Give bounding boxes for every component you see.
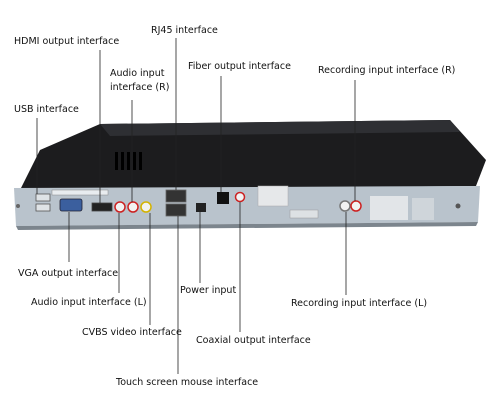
port-label-strip: [51, 189, 109, 196]
power-port: [196, 203, 206, 212]
label-cvbs-video: CVBS video interface: [82, 327, 182, 338]
rj45-port-top: [165, 189, 187, 203]
qr-sticker-b: [412, 198, 434, 220]
vent-grille: [115, 152, 142, 170]
label-touch-screen-mouse: Touch screen mouse interface: [116, 377, 259, 388]
rca-audio-r: [127, 201, 139, 213]
serial-sticker: [257, 185, 289, 207]
device-top-surface: [20, 120, 486, 190]
usb-port-bottom: [35, 203, 51, 212]
usb-port-top: [35, 193, 51, 202]
label-power-input: Power input: [180, 285, 237, 296]
label-recording-input-r: Recording input interface (R): [318, 65, 456, 76]
device-top-highlight: [100, 120, 460, 136]
label-hdmi-output: HDMI output interface: [14, 36, 120, 47]
hdmi-port: [91, 202, 113, 212]
vga-port: [59, 198, 83, 212]
panel-screw-left: [16, 204, 20, 208]
label-vga-output: VGA output interface: [18, 268, 119, 279]
recording-port-r: [350, 200, 362, 212]
rj45-port-bottom: [165, 203, 187, 217]
label-audio-input-r-line2: interface (R): [110, 82, 170, 93]
coaxial-port: [234, 191, 246, 203]
label-fiber-output: Fiber output interface: [188, 61, 291, 72]
qr-sticker-a: [370, 196, 408, 220]
recording-port-l: [339, 200, 351, 212]
label-usb: USB interface: [14, 104, 79, 115]
label-rj45: RJ45 interface: [151, 25, 218, 36]
info-label: [289, 209, 319, 219]
leader-lines: [36, 38, 356, 374]
ground-screw: [455, 203, 461, 209]
rca-cvbs: [140, 201, 152, 213]
label-audio-input-r-line1: Audio input: [110, 68, 165, 79]
fiber-port: [217, 192, 229, 204]
rear-panel: [14, 186, 480, 226]
rca-audio-l: [114, 201, 126, 213]
label-coaxial-output: Coaxial output interface: [196, 335, 311, 346]
rear-panel-bottom-edge: [16, 222, 478, 230]
label-recording-input-l: Recording input interface (L): [291, 298, 428, 309]
label-audio-input-l: Audio input interface (L): [31, 297, 147, 308]
